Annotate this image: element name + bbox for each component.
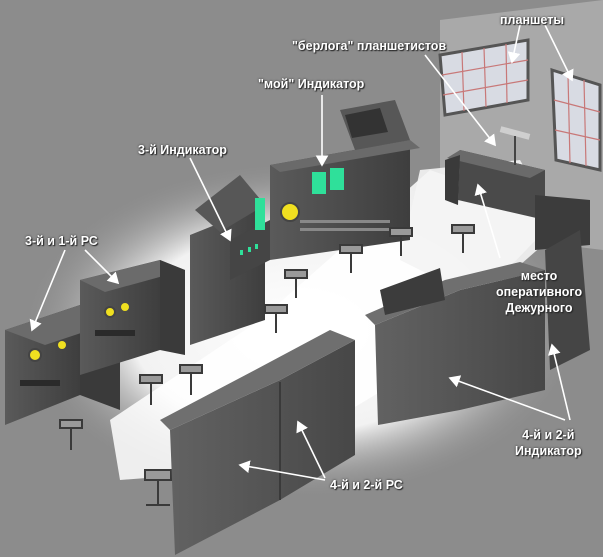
annotation-arrows	[29, 24, 574, 481]
plotting-board-right	[550, 67, 602, 172]
plotting-board-left	[438, 38, 530, 117]
label-ind42-line2: Индикатор	[515, 444, 582, 458]
plotters-desk	[445, 126, 590, 250]
console-pc-3-1	[5, 260, 185, 425]
indicator-3-console	[190, 175, 270, 345]
label-indicator-moi: "мой" Индикатор	[258, 77, 365, 91]
label-indicator-3: 3-й Индикатор	[138, 143, 227, 157]
label-duty-line2: оперативного	[496, 285, 583, 299]
label-pc-4-2: 4-й и 2-й РС	[330, 478, 403, 492]
label-indicator-4-2: 4-й и 2-й Индикатор	[515, 427, 582, 459]
chairs	[59, 224, 475, 506]
label-duty-line1: место	[520, 269, 558, 283]
indicator-moi-console	[270, 100, 420, 260]
console-pc-4-2	[160, 330, 355, 555]
indicator-4-2-console	[365, 230, 590, 425]
label-ind42-line1: 4-й и 2-й	[522, 428, 575, 442]
label-pc-3-1: 3-й и 1-й РС	[25, 234, 98, 248]
label-berloga: "берлога" планшетистов	[292, 39, 447, 53]
label-duty-line3: Дежурного	[505, 301, 573, 315]
label-duty-officer: место оперативного Дежурного	[496, 268, 582, 316]
label-planshety: планшеты	[500, 13, 564, 27]
